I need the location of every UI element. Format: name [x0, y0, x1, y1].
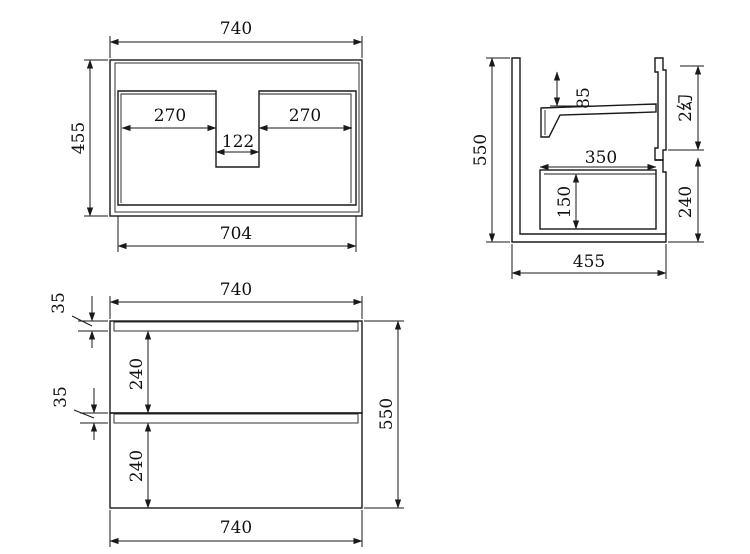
top-view-cutout-inner [120, 93, 352, 203]
notch-label: 85 [574, 87, 594, 109]
upper-drawer-label: 2幻 [676, 94, 696, 122]
side-view: 550 85 350 150 2幻 240 455 [471, 57, 704, 279]
middle-gap-label: 35 [51, 386, 71, 408]
front-lower-drawer [109, 412, 363, 509]
side-upper-drawer [540, 103, 657, 138]
gap-label: 122 [222, 132, 254, 152]
top-view-cutout [117, 90, 357, 206]
drawer-height-label: 150 [555, 186, 575, 218]
top-width-label: 740 [220, 19, 252, 39]
front-top-width-label: 740 [220, 280, 252, 300]
top-view-outline [109, 59, 363, 217]
lower-drawer-label: 240 [676, 186, 696, 218]
left-cut-label: 270 [154, 106, 186, 126]
middle-gap-leader [73, 409, 95, 419]
front-upper-handle-groove [113, 321, 359, 332]
front-height-label: 550 [377, 398, 397, 430]
side-height-label: 550 [471, 134, 491, 166]
side-lower-front [655, 159, 667, 234]
front-view: 740 35 240 35 240 550 740 [49, 280, 404, 547]
front-lower-handle-groove [113, 413, 359, 424]
upper-drawer-height-label: 240 [127, 358, 147, 390]
lower-drawer-height-label: 240 [127, 450, 147, 482]
inner-width-label: 704 [220, 224, 252, 244]
right-cut-label: 270 [289, 106, 321, 126]
side-depth-label: 455 [573, 252, 605, 272]
top-view: 740 455 270 270 122 704 [69, 19, 363, 252]
top-gap-leader [71, 315, 93, 327]
top-view-inner-rim [114, 62, 360, 213]
top-depth-label: 455 [69, 122, 89, 154]
top-gap-label: 35 [49, 292, 69, 314]
drawer-depth-label: 350 [585, 148, 617, 168]
front-bottom-width-label: 740 [220, 518, 252, 538]
